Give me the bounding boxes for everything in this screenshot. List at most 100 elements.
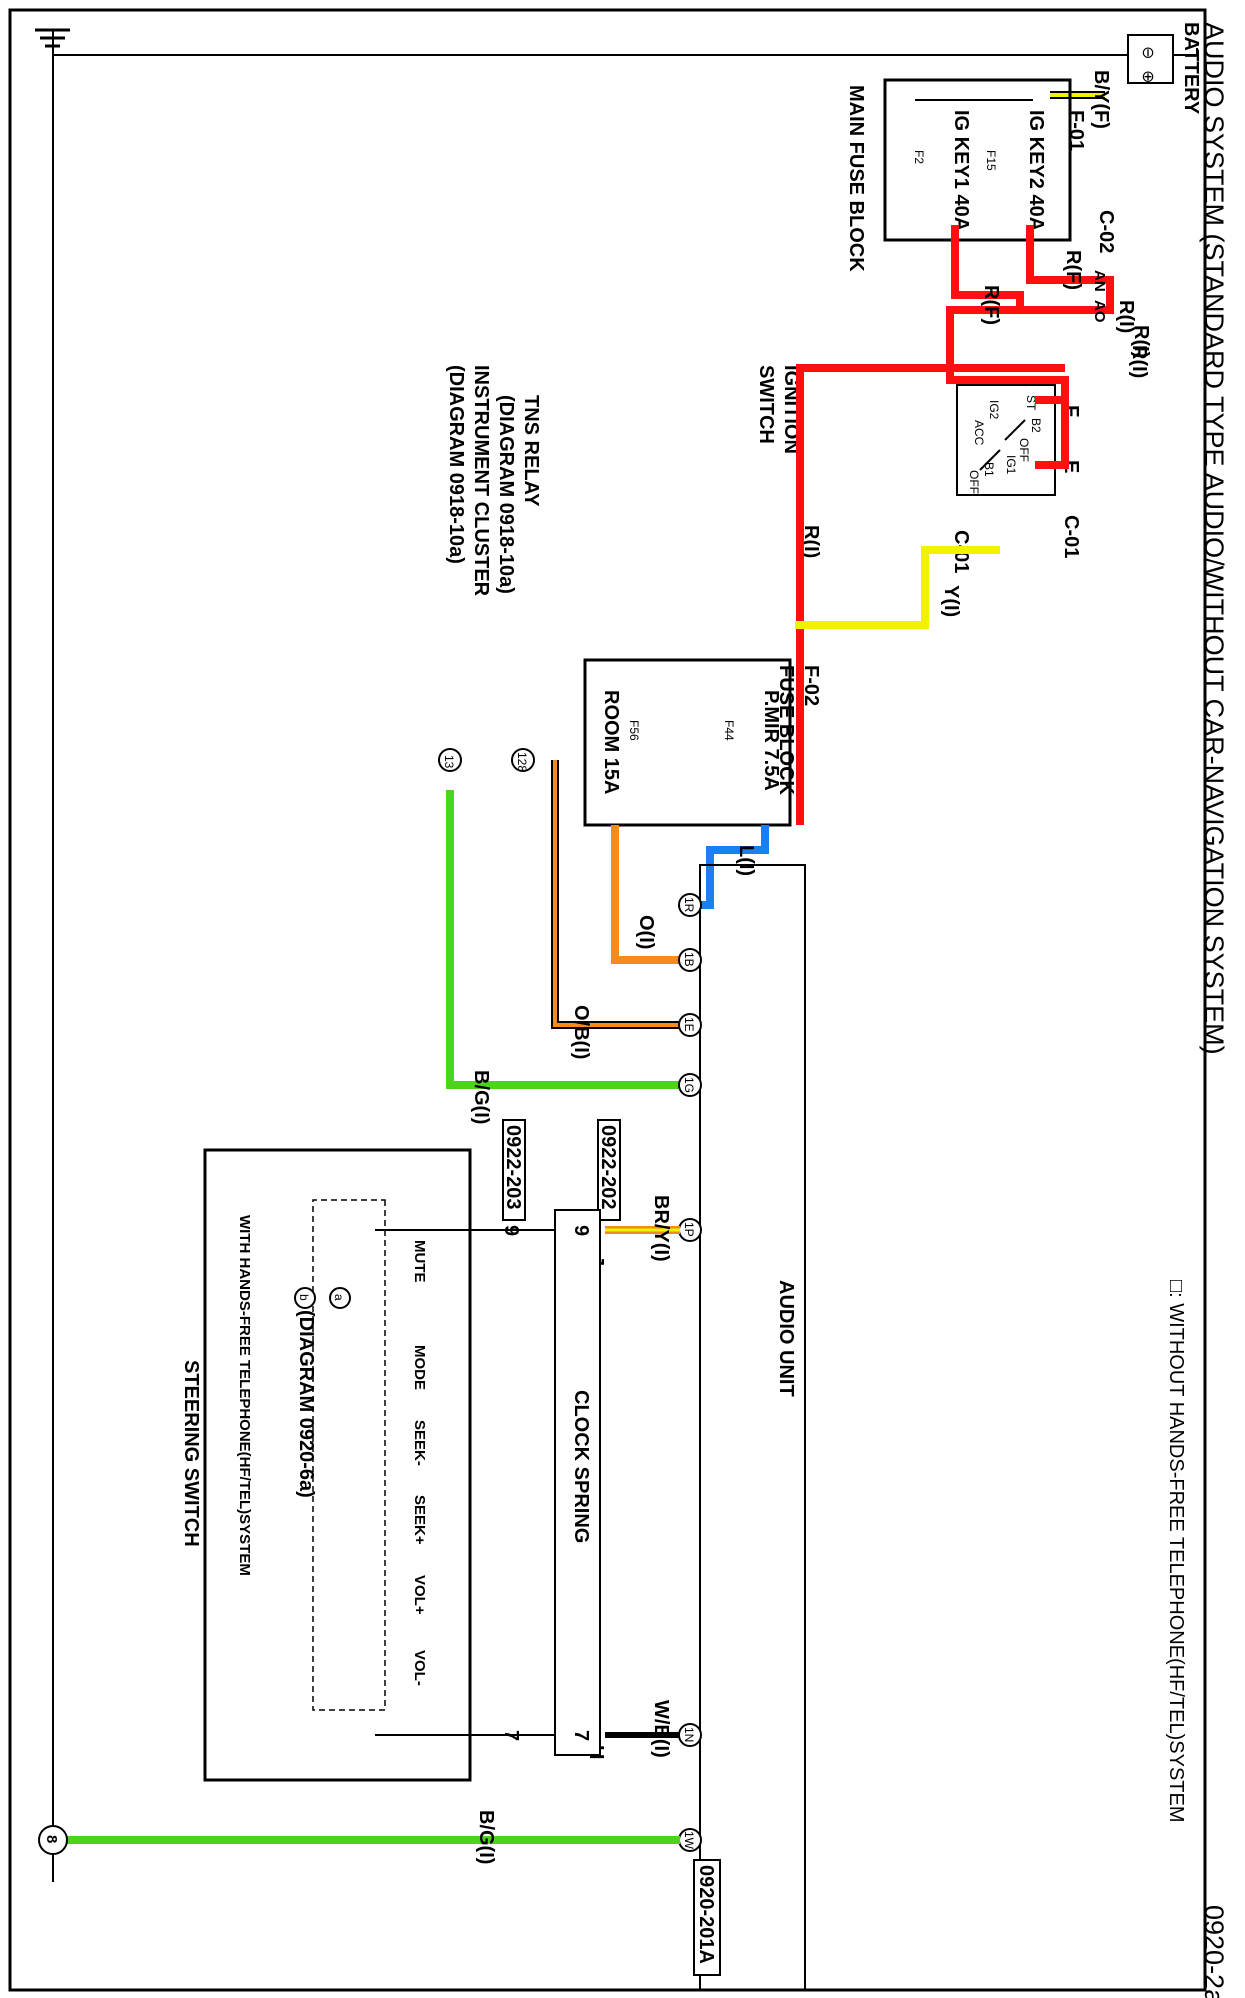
wire-r-f-upper [946,225,1114,400]
label-ob-i: O/B(I) [570,1005,592,1059]
main-fuse-block: MAIN FUSE BLOCK IG KEY2 40A F15 IG KEY1 … [845,78,1072,272]
fuse-block-label-1: F-02 [800,665,822,706]
tns-relay-label-2: (DIAGRAM 0918-10a) [495,395,517,594]
wire-o-i [611,825,692,964]
label-r-i-2: R(I) [1115,300,1137,333]
switch-mute: MUTE [411,1240,428,1283]
pos-b1: B1 [982,462,996,477]
label-c02: C-02 [1095,210,1117,253]
page-border [8,8,1207,1992]
ground-8: 8 [43,1835,60,1843]
sw-pin-9: 9 [500,1225,522,1236]
pmir-label: P.MIR 7.5A [760,690,782,791]
pos-ig2: IG2 [987,400,1001,420]
wire-y-i [795,546,1000,629]
ref-0922-203-box [502,1119,526,1221]
pos-acc: ACC [972,420,986,446]
battery-label: BATTERY [1180,22,1202,115]
wire-l-i [692,825,769,909]
ref-b: b [297,1294,311,1301]
wire-ob-i-core [553,760,692,1027]
audio-unit: AUDIO UNIT [699,864,806,1991]
label-by-f: B/Y(F) [1090,70,1112,129]
label-y-i: Y(I) [940,585,962,617]
label-bg-i-2: B/G(I) [475,1810,497,1864]
ground-symbol-icon [35,28,70,55]
tns-relay-label-1: TNS RELAY [520,395,542,507]
pos-off2: OFF [967,470,981,494]
label-o-i: O(I) [635,915,657,949]
pos-st: ST [1024,395,1038,411]
ref-a: a [332,1294,346,1301]
ref-0922-203: 0922-203 [502,1125,524,1210]
clock-pin-7: 7 [570,1730,592,1741]
label-bg-i-1: B/G(I) [470,1070,492,1124]
label-ao: AO [1091,300,1108,323]
switch-vol-minus: VOL- [411,1650,428,1686]
steering-switch: STEERING SWITCH WITH HANDS-FREE TELEPHON… [180,1148,472,1782]
ig-key1-ref: F2 [912,150,926,164]
diagram-ref-label: (DIAGRAM 0920-6a) [295,1310,317,1498]
ignition-switch: IGNITION SWITCH ST B2 OFF IG1 IG2 ACC B1… [755,365,1056,496]
audio-unit-label: AUDIO UNIT [775,1280,797,1397]
ref-0922-202: 0922-202 [597,1125,619,1210]
label-r-i-1: R(I) [1128,345,1150,378]
pin-1r: 1R [682,897,696,913]
pin-1g: 1G [682,1077,696,1093]
ig-key2-label: IG KEY2 40A [1025,110,1047,231]
audio-pin-row: 1R 1B 1E 1G 1P 1N 1W [678,893,702,1852]
wire-r-f-lower [951,225,1024,310]
pin-128: 128 [515,752,529,772]
ref-0920-201a: 0920-201A [695,1865,717,1964]
label-bry-i: BR/Y(I) [650,1195,672,1262]
switch-mode: MODE [411,1345,428,1390]
legend-note: □: WITHOUT HANDS-FREE TELEPHONE(HF/TEL)S… [1165,1280,1187,1823]
hf-tel-label: WITH HANDS-FREE TELEPHONE(HF/TEL)SYSTEM [236,1215,253,1576]
wire-r-i-room [796,364,1065,825]
pos-off: OFF [1017,438,1031,462]
label-f01: F-01 [1065,110,1087,151]
wire-ob-i [551,760,692,1029]
ground-8-marker [38,1825,68,1855]
page-id: 0920-2a [1199,1905,1229,1998]
label-r-f-1: R(F) [1062,250,1084,290]
label-wb-i: W/B(I) [650,1700,672,1758]
pin-13-marker [438,748,462,772]
label-an: AN [1091,270,1108,292]
fuse-block-f02: F-02 FUSE BLOCK P.MIR 7.5A F44 ROOM 15A … [583,658,822,827]
pmir-ref: F44 [722,720,736,741]
ig-key2-ref: F15 [984,150,998,171]
room-ref: F56 [627,720,641,741]
pin-13: 13 [442,755,456,769]
sw-pin-7: 7 [500,1730,522,1741]
label-r-i-4: R(I) [800,525,822,558]
battery-plus-icon: ⊕ [1139,70,1156,83]
diagram-title: AUDIO SYSTEM (STANDARD TYPE AUDIO/WITHOU… [1199,22,1229,1055]
wire-bg-i-1 [446,790,692,1089]
switch-seek-plus: SEEK+ [411,1495,428,1545]
room-label: ROOM 15A [600,690,622,794]
label-c01-top: C-01 [1060,515,1082,558]
pin-1n: 1N [682,1727,696,1742]
label-l-i: L(I) [735,845,757,876]
fuse-block-label-2: FUSE BLOCK [775,665,797,796]
ig-key1-label: IG KEY1 40A [950,110,972,231]
pin-128-marker [511,748,535,772]
wire-r-to-ign-b [1035,380,1069,469]
clock-spring: CLOCK SPRING 9 7 [554,1209,601,1756]
clock-spring-label: CLOCK SPRING [570,1390,592,1543]
instrument-cluster-label-2: (DIAGRAM 0918-10a) [445,365,467,564]
diagram-content: AUDIO SYSTEM (STANDARD TYPE AUDIO/WITHOU… [35,22,1229,1998]
battery-minus-icon: ⊖ [1139,46,1156,59]
ref-0920-201a-box [693,1859,721,1976]
ignition-switch-label-2: SWITCH [755,365,777,444]
instrument-cluster-label-1: INSTRUMENT CLUSTER [470,365,492,597]
main-fuse-block-label: MAIN FUSE BLOCK [845,85,867,272]
pos-b2: B2 [1029,418,1043,433]
pin-1w: 1W [682,1831,696,1850]
steering-switch-label: STEERING SWITCH [180,1360,202,1547]
ref-b-marker [294,1287,316,1309]
pin-1p: 1P [682,1222,696,1237]
battery: BATTERY ⊖ ⊕ [1127,22,1202,115]
